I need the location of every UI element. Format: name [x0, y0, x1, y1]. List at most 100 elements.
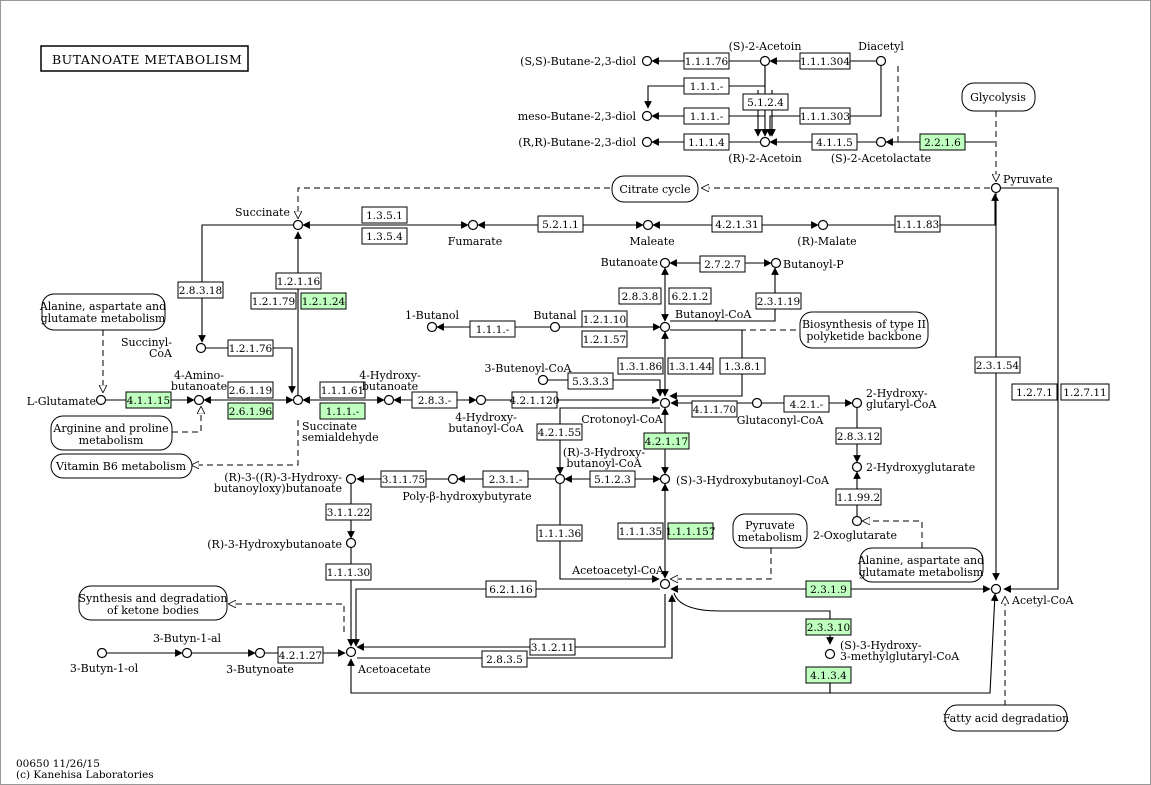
- compound-butynoate[interactable]: 3-Butynoate: [226, 647, 294, 677]
- enzyme-box-1-1-1-76[interactable]: 1.1.1.76: [683, 52, 730, 70]
- compound-polyhb[interactable]: Poly-β-hydroxybutyrate: [402, 473, 532, 504]
- enzyme-box-6-2-1-2[interactable]: 6.2.1.2: [668, 287, 712, 305]
- enzyme-box-2-7-2-7[interactable]: 2.7.2.7: [699, 255, 746, 273]
- enzyme-box-1-1-1-304[interactable]: 1.1.1.304: [799, 52, 851, 70]
- enzyme-box-2-3-1-19[interactable]: 2.3.1.19: [755, 292, 802, 310]
- compound-succinyl-coa[interactable]: Succinyl-CoA: [121, 336, 207, 360]
- enzyme-box-1-3-5-4[interactable]: 1.3.5.4: [361, 227, 408, 245]
- enzyme-box-5-1-2-4[interactable]: 5.1.2.4: [742, 93, 789, 111]
- compound-s3-hydroxybutanoyl-coa[interactable]: (S)-3-Hydroxybutanoyl-CoA: [659, 473, 830, 487]
- compound-butanoyl-coa[interactable]: Butanoyl-CoA: [659, 308, 753, 333]
- compound-butanol[interactable]: 1-Butanol: [405, 309, 460, 333]
- enzyme-box-1-2-1-79[interactable]: 1.2.1.79: [250, 292, 297, 310]
- enzyme-box-2-3-1--[interactable]: 2.3.1.-: [482, 470, 529, 488]
- enzyme-box-2-6-1-19[interactable]: 2.6.1.19: [227, 381, 274, 399]
- compound-butanoyl-p[interactable]: Butanoyl-P: [770, 257, 845, 271]
- enzyme-box-1-1-99-2[interactable]: 1.1.99.2: [835, 488, 882, 506]
- compound-hydroxyglutaryl-coa[interactable]: 2-Hydroxy-glutaryl-CoA: [851, 387, 938, 411]
- enzyme-box-6-2-1-16[interactable]: 6.2.1.16: [485, 580, 537, 598]
- map-link-glycolysis[interactable]: Glycolysis: [961, 82, 1036, 112]
- enzyme-box-1-1-1-61[interactable]: 1.1.1.61: [319, 381, 366, 399]
- enzyme-box-1-2-7-1[interactable]: 1.2.7.1: [1011, 383, 1058, 401]
- enzyme-box-1-3-5-1[interactable]: 1.3.5.1: [361, 206, 408, 224]
- enzyme-box-4-2-1-27[interactable]: 4.2.1.27: [277, 646, 324, 664]
- compound-pyruvate[interactable]: Pyruvate: [990, 173, 1053, 194]
- enzyme-box-2-8-3-12[interactable]: 2.8.3.12: [835, 427, 882, 445]
- enzyme-box-1-1-1-303[interactable]: 1.1.1.303: [799, 107, 851, 125]
- enzyme-box-4-2-1-55[interactable]: 4.2.1.55: [536, 423, 583, 441]
- enzyme-box-1-1-1--[interactable]: 1.1.1.-: [319, 402, 366, 420]
- compound-glutamate[interactable]: L-Glutamate: [27, 394, 107, 408]
- enzyme-box-2-3-3-10[interactable]: 2.3.3.10: [805, 618, 852, 636]
- enzyme-box-5-3-3-3[interactable]: 5.3.3.3: [567, 372, 614, 390]
- enzyme-box-1-1-1--[interactable]: 1.1.1.-: [469, 320, 516, 338]
- map-link-arg-pro[interactable]: Arginine and proline metabolism: [50, 415, 173, 451]
- enzyme-box-1-1-1-35[interactable]: 1.1.1.35: [617, 522, 664, 540]
- enzyme-box-2-6-1-96[interactable]: 2.6.1.96: [227, 402, 274, 420]
- enzyme-box-1-1-1-4[interactable]: 1.1.1.4: [683, 133, 730, 151]
- compound-r3-oligomer[interactable]: (R)-3-((R)-3-Hydroxy-butanoyloxy)butanoa…: [214, 471, 357, 495]
- compound-aminobutanoate[interactable]: 4-Amino-butanoate: [171, 369, 227, 406]
- map-link-vitamin-b6[interactable]: Vitamin B6 metabolism: [50, 453, 193, 479]
- enzyme-box-2-3-1-9[interactable]: 2.3.1.9: [805, 580, 852, 598]
- enzyme-box-1-2-1-16[interactable]: 1.2.1.16: [275, 272, 322, 290]
- enzyme-box-2-3-1-54[interactable]: 2.3.1.54: [974, 356, 1021, 374]
- compound-acetyl-coa[interactable]: Acetyl-CoA: [990, 583, 1075, 608]
- enzyme-box-3-1-2-11[interactable]: 3.1.2.11: [529, 638, 576, 656]
- map-link-fatty-acid-degradation[interactable]: Fatty acid degradation: [943, 704, 1069, 732]
- enzyme-box-1-2-1-57[interactable]: 1.2.1.57: [581, 330, 628, 348]
- compound-hydroxybutanoyl-coa[interactable]: 4-Hydroxy-butanoyl-CoA: [448, 394, 525, 436]
- compound-butynal[interactable]: 3-Butyn-1-al: [153, 632, 222, 659]
- enzyme-box-3-1-1-22[interactable]: 3.1.1.22: [325, 503, 372, 521]
- compound-succinate[interactable]: Succinate: [235, 206, 304, 231]
- compound-acetoacetyl-coa[interactable]: Acetoacetyl-CoA: [571, 564, 671, 590]
- compound-butynol[interactable]: 3-Butyn-1-ol: [70, 647, 139, 676]
- enzyme-box-1-2-7-11[interactable]: 1.2.7.11: [1060, 383, 1110, 401]
- compound-acetoacetate[interactable]: Acetoacetate: [345, 646, 431, 677]
- compound-r3-hydroxybutanoyl-coa[interactable]: (R)-3-Hydroxy-butanoyl-CoA: [554, 446, 646, 485]
- enzyme-box-2-2-1-6[interactable]: 2.2.1.6: [919, 133, 966, 151]
- map-link-citrate-cycle[interactable]: Citrate cycle: [611, 175, 699, 203]
- enzyme-box-4-1-1-15[interactable]: 4.1.1.15: [125, 391, 172, 409]
- enzyme-box-2-8-3-8[interactable]: 2.8.3.8: [618, 287, 662, 305]
- compound-meso-butanediol[interactable]: meso-Butane-2,3-diol: [518, 110, 653, 123]
- enzyme-box-5-1-2-3[interactable]: 5.1.2.3: [589, 470, 636, 488]
- compound-rr-butanediol[interactable]: (R,R)-Butane-2,3-diol: [518, 136, 653, 149]
- enzyme-box-2-8-3-18[interactable]: 2.8.3.18: [177, 281, 224, 299]
- map-link-type2-polyketide[interactable]: Biosynthesis of type II polyketide backb…: [799, 311, 929, 349]
- enzyme-box-1-3-1-86[interactable]: 1.3.1.86: [617, 357, 664, 375]
- enzyme-box-4-1-3-4[interactable]: 4.1.3.4: [805, 666, 852, 684]
- enzyme-box-1-1-1-36[interactable]: 1.1.1.36: [536, 524, 583, 542]
- compound-butanal[interactable]: Butanal: [533, 309, 577, 333]
- enzyme-box-1-2-1-76[interactable]: 1.2.1.76: [227, 339, 274, 357]
- enzyme-box-1-1-1-83[interactable]: 1.1.1.83: [894, 215, 941, 233]
- enzyme-box-1-1-1--[interactable]: 1.1.1.-: [683, 77, 730, 95]
- enzyme-box-4-1-1-70[interactable]: 4.1.1.70: [691, 400, 738, 418]
- compound-glutaconyl-coa[interactable]: Glutaconyl-CoA: [737, 397, 825, 428]
- compound-crotonoyl-coa[interactable]: Crotonoyl-CoA: [581, 397, 671, 427]
- map-link-ketone-bodies[interactable]: Synthesis and degradation of ketone bodi…: [78, 585, 228, 621]
- compound-butanoate[interactable]: Butanoate: [601, 256, 671, 269]
- compound-r3-hydroxybutanoate[interactable]: (R)-3-Hydroxybutanoate: [207, 537, 357, 551]
- enzyme-box-1-3-8-1[interactable]: 1.3.8.1: [719, 357, 766, 375]
- compound-r-malate[interactable]: (R)-Malate: [797, 219, 857, 249]
- compound-hydroxybutanoate[interactable]: 4-Hydroxy-butanoate: [359, 369, 421, 406]
- compound-oxoglutarate[interactable]: 2-Oxoglutarate: [813, 515, 897, 543]
- enzyme-box-1-2-1-24[interactable]: 1.2.1.24: [300, 292, 347, 310]
- compound-hydroxyglutarate[interactable]: 2-Hydroxyglutarate: [851, 461, 976, 474]
- compound-s-acetoin[interactable]: (S)-2-Acetoin: [729, 40, 802, 67]
- compound-maleate[interactable]: Maleate: [629, 219, 675, 249]
- enzyme-box-1-2-1-10[interactable]: 1.2.1.10: [581, 310, 628, 328]
- enzyme-box-1-3-1-44[interactable]: 1.3.1.44: [667, 357, 714, 375]
- map-link-ala-asp-glu-2[interactable]: Alanine, aspartate and glutamate metabol…: [857, 547, 984, 583]
- enzyme-box-1-1-1-30[interactable]: 1.1.1.30: [325, 563, 372, 581]
- compound-butenoyl-coa[interactable]: 3-Butenoyl-CoA: [485, 362, 573, 386]
- enzyme-box-1-1-1-157[interactable]: 1.1.1.157: [665, 522, 716, 540]
- map-link-pyruvate-metabolism[interactable]: Pyruvate metabolism: [732, 513, 808, 549]
- compound-fumarate[interactable]: Fumarate: [448, 219, 502, 249]
- enzyme-box-4-1-1-5[interactable]: 4.1.1.5: [811, 133, 858, 151]
- compound-r-acetoin[interactable]: (R)-2-Acetoin: [728, 136, 802, 166]
- enzyme-box-2-8-3-5[interactable]: 2.8.3.5: [481, 650, 528, 668]
- enzyme-box-3-1-1-75[interactable]: 3.1.1.75: [380, 470, 427, 488]
